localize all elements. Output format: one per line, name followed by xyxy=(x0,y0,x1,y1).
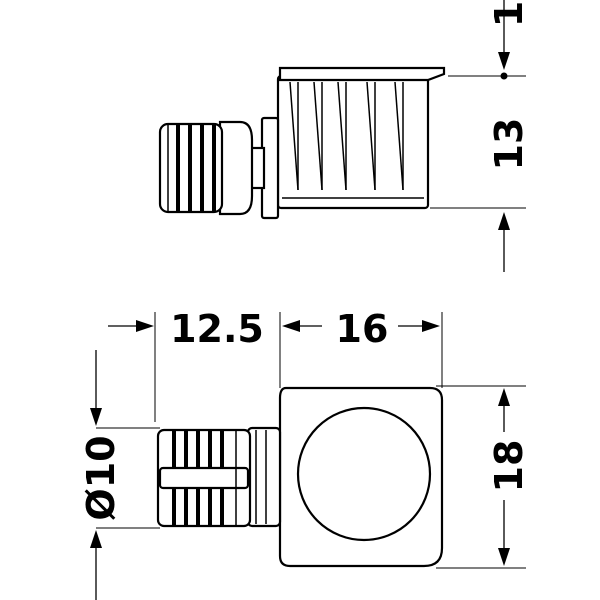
thread-lines-side xyxy=(167,124,216,212)
collar-front xyxy=(246,426,282,528)
cup-ribs xyxy=(282,81,424,199)
dim-diameter: Ø10 xyxy=(79,435,123,520)
dim-height-side: 13 xyxy=(487,118,531,171)
dim-length-bolt: 12.5 xyxy=(170,307,264,351)
cup-recess-circle xyxy=(296,406,432,542)
front-view xyxy=(90,312,526,600)
cup-body-side xyxy=(276,74,430,210)
bolt-slot xyxy=(158,466,250,490)
cup-lip xyxy=(278,66,446,82)
dim-top-offset: 1 xyxy=(487,1,531,27)
side-view xyxy=(158,0,526,272)
dim-width-body: 16 xyxy=(336,307,389,351)
dim-height-front: 18 xyxy=(487,440,531,493)
bolt-head-side xyxy=(218,120,254,216)
